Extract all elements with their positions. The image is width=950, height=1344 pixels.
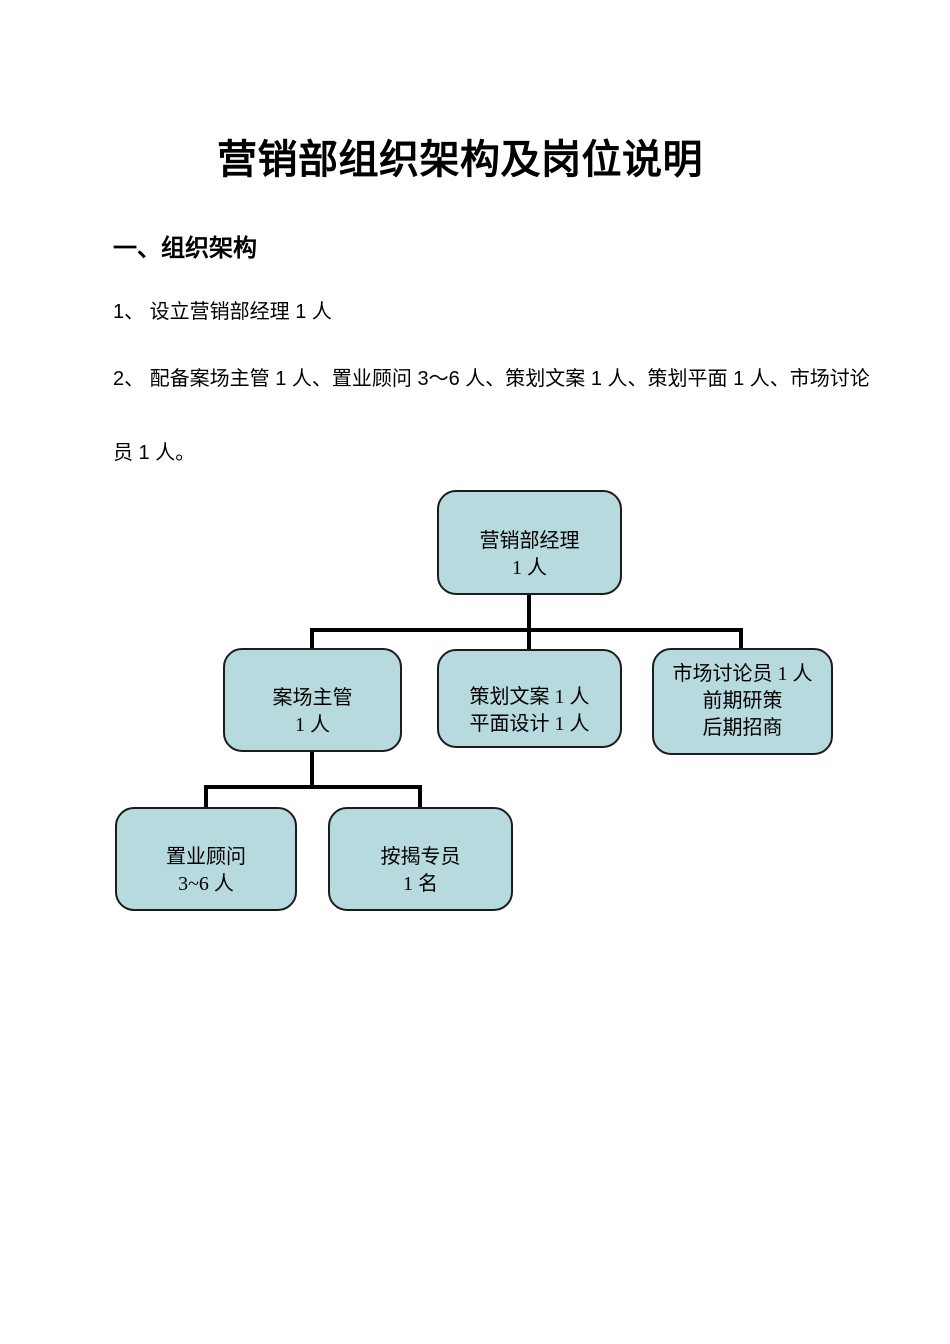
org-node-planning-copy-design: 策划文案 1 人 平面设计 1 人 bbox=[437, 649, 622, 748]
paragraph-item-1: 1、 设立营销部经理 1 人 bbox=[113, 301, 332, 323]
connector-root-stem bbox=[527, 594, 531, 650]
org-node-market-researcher: 市场讨论员 1 人 前期研策 后期招商 bbox=[652, 648, 833, 755]
org-node-marketing-manager: 营销部经理 1 人 bbox=[437, 490, 622, 595]
org-node-label: 平面设计 1 人 bbox=[469, 712, 590, 735]
org-node-label: 案场主管 bbox=[272, 687, 353, 709]
org-node-label: 置业顾问 bbox=[166, 846, 246, 868]
org-node-label: 营销部经理 bbox=[479, 529, 580, 552]
org-node-property-consultant: 置业顾问 3~6 人 bbox=[115, 807, 297, 911]
org-node-label: 1 人 bbox=[512, 556, 547, 579]
org-node-label: 前期研策 bbox=[702, 690, 783, 712]
connector-supervisor-stem bbox=[310, 751, 314, 788]
org-node-label: 后期招商 bbox=[702, 717, 783, 739]
org-node-label: 按揭专员 bbox=[380, 846, 461, 868]
org-node-label: 策划文案 1 人 bbox=[469, 685, 590, 708]
connector-tier2-left-drop bbox=[310, 630, 314, 650]
document-title: 营销部组织架构及岗位说明 bbox=[217, 138, 703, 182]
connector-tier2-bar bbox=[310, 628, 743, 632]
connector-tier2-right-drop bbox=[739, 630, 743, 650]
org-node-label: 1 名 bbox=[403, 873, 438, 895]
section-heading: 一、组织架构 bbox=[113, 235, 257, 262]
org-node-label: 3~6 人 bbox=[178, 873, 234, 895]
org-node-mortgage-specialist: 按揭专员 1 名 bbox=[328, 807, 513, 911]
org-node-site-supervisor: 案场主管 1 人 bbox=[223, 648, 402, 752]
paragraph-item-2-line-2: 员 1 人。 bbox=[113, 442, 196, 464]
connector-tier3-right-drop bbox=[418, 787, 422, 808]
connector-tier3-left-drop bbox=[204, 787, 208, 808]
org-node-label: 1 人 bbox=[295, 714, 330, 736]
paragraph-item-2-line-1: 2、 配备案场主管 1 人、置业顾问 3～6 人、策划文案 1 人、策划平面 1… bbox=[113, 368, 870, 390]
connector-tier3-bar bbox=[204, 785, 422, 789]
org-node-label: 市场讨论员 1 人 bbox=[672, 663, 813, 685]
